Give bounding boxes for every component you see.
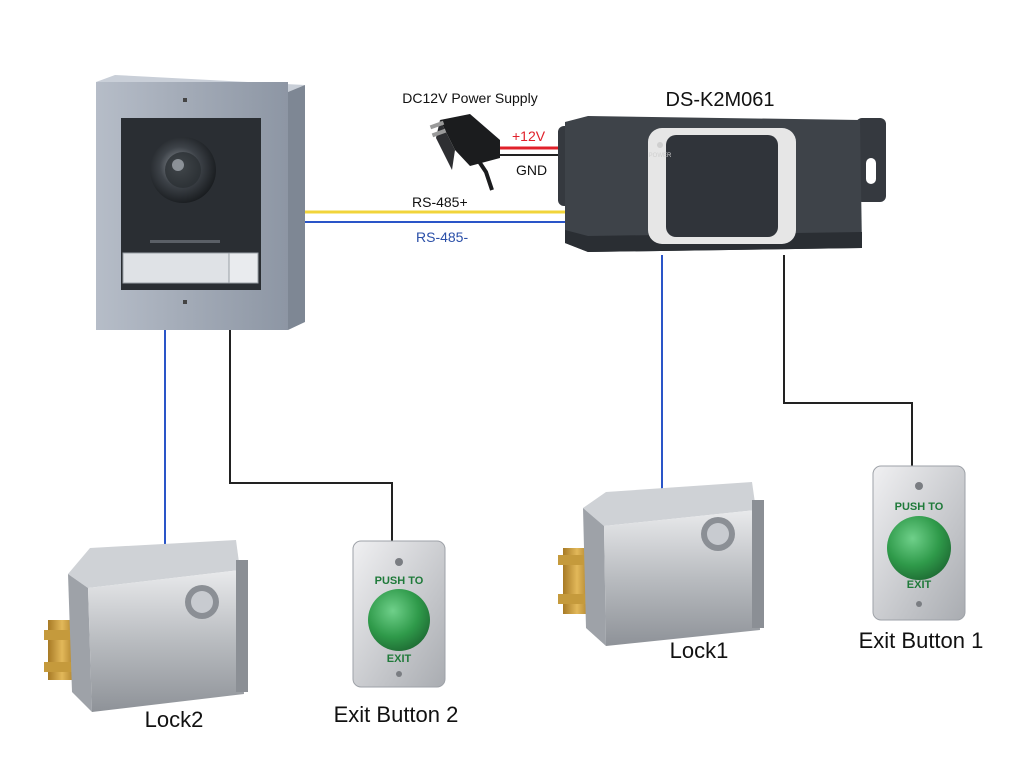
rs485-minus-label: RS-485- (416, 229, 468, 245)
door-station-panel (96, 75, 305, 330)
exit2-green-button (368, 589, 430, 651)
lock1-device: Lock1 (558, 482, 764, 663)
power-led-icon (657, 142, 663, 148)
exit1-green-button (887, 516, 951, 580)
lock2-device: Lock2 (44, 540, 248, 732)
module-title: DS-K2M061 (666, 89, 775, 111)
power-text: POWER (649, 153, 672, 159)
exit2-push-text: PUSH TO (375, 575, 424, 587)
lock2-label: Lock2 (145, 707, 204, 732)
plus12v-label: +12V (512, 128, 546, 144)
exit1-label: Exit Button 1 (859, 628, 984, 653)
gnd-label: GND (516, 162, 547, 178)
lock1-label: Lock1 (670, 638, 729, 663)
exit-button-2: PUSH TO EXIT Exit Button 2 (334, 540, 459, 727)
power-supply: DC12V Power Supply +12V GND (402, 90, 547, 191)
exit1-wire (783, 255, 913, 467)
exit1-push-text: PUSH TO (895, 501, 944, 513)
exit1-exit-text: EXIT (907, 579, 932, 591)
exit2-wire (229, 318, 393, 545)
exit-button-1: PUSH TO EXIT Exit Button 1 (859, 465, 984, 653)
exit2-label: Exit Button 2 (334, 702, 459, 727)
exit2-exit-text: EXIT (387, 653, 412, 665)
wires (164, 146, 913, 550)
power-supply-label: DC12V Power Supply (402, 90, 537, 106)
security-door-module: DS-K2M061 POWER (558, 89, 886, 252)
rs485-plus-label: RS-485+ (412, 194, 468, 210)
